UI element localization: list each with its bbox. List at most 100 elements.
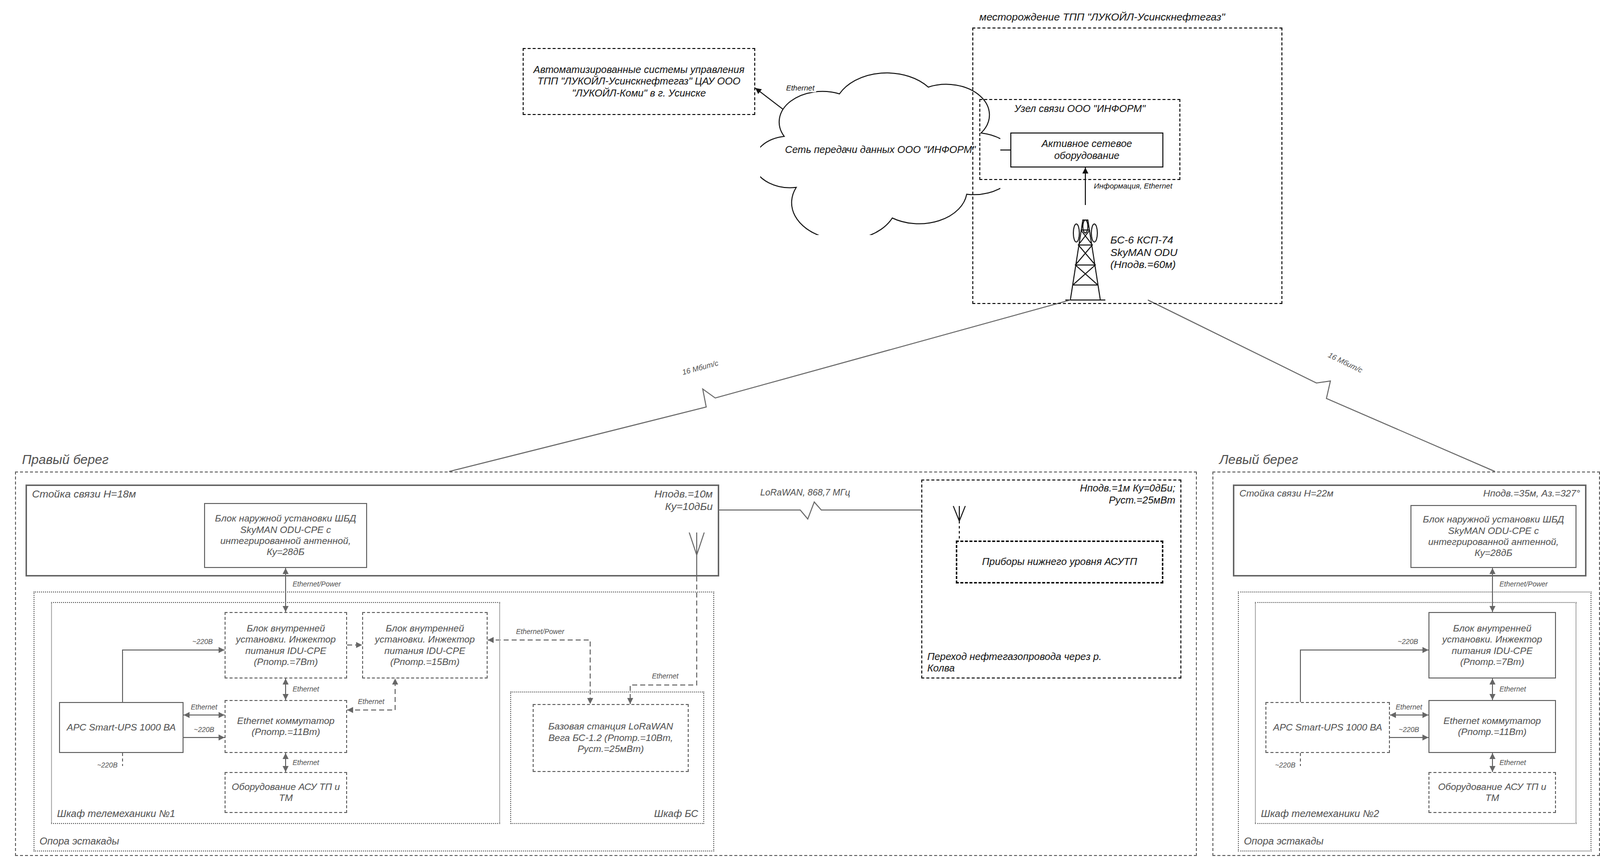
tower-symbol xyxy=(1065,220,1106,301)
edge-label: Ethernet xyxy=(189,703,220,712)
support-frame: Опора эстакады Шкаф телемеханики №2 Блок в… xyxy=(1237,591,1592,852)
node-text: Опора эстакады xyxy=(39,835,120,848)
node-text: Левый берег xyxy=(1219,452,1299,468)
device-box: Приборы нижнего уровня АСУТП xyxy=(955,540,1164,584)
switch-box: Ethernet коммутатор (Pпотр.=11Вт) xyxy=(224,700,348,754)
edge-label: 16 Мбит/с xyxy=(1325,350,1366,376)
ups-box: APC Smart-UPS 1000 ВА xyxy=(59,702,184,754)
note-label: ~220В xyxy=(95,761,120,770)
edge-label: ~220В xyxy=(192,725,217,734)
connector xyxy=(1300,650,1429,703)
connector xyxy=(1491,568,1493,613)
edge-label: Информация, Ethernet xyxy=(1092,181,1174,191)
node-text: Оборудование АСУ ТП и ТМ xyxy=(1434,781,1550,805)
equipment-box: Оборудование АСУ ТП и ТМ xyxy=(1428,772,1556,814)
connector xyxy=(630,576,697,705)
connector xyxy=(1491,678,1493,701)
node-text: Шкаф телемеханики №2 xyxy=(1260,808,1379,821)
connector xyxy=(1084,167,1086,206)
node-text: Блок наружной установки ШБД SkyMAN ODU-C… xyxy=(1416,514,1571,560)
node-text: Опора эстакады xyxy=(1243,835,1324,848)
edge-label: Ethernet xyxy=(1497,758,1528,767)
edge-label: Ethernet xyxy=(291,685,321,694)
note-label: ~220В xyxy=(1273,761,1297,770)
connector xyxy=(449,300,1071,472)
antenna-feed xyxy=(958,521,960,541)
connector xyxy=(183,714,225,716)
tower-antenna xyxy=(1082,220,1088,234)
node-frame: Узел связи ООО "ИНФОРМ"Активное сетевое … xyxy=(979,99,1181,181)
connector xyxy=(1147,300,1495,472)
node-text: Ethernet коммутатор (Pпотр.=11Вт) xyxy=(1434,715,1550,739)
edge-label: Ethernet xyxy=(1394,703,1424,712)
equipment-box: Блок внутренней установки. Инжектор пита… xyxy=(362,612,488,679)
node-text: Нподв.=1м Ку=0дБи; Руст.=25мВт xyxy=(1050,482,1176,507)
edge-label: ~220В xyxy=(1397,725,1421,734)
tower-antenna xyxy=(1073,224,1080,243)
node-text: Базовая станция LoRaWAN Вега БС-1.2 (Pпо… xyxy=(538,721,683,755)
edge-label: Ethernet/Power xyxy=(291,580,343,589)
edge-label: LoRaWAN, 868,7 МГц xyxy=(758,487,852,499)
node-text: Автоматизированные системы управления ТП… xyxy=(528,64,750,100)
node-text: Ethernet коммутатор (Pпотр.=11Вт) xyxy=(230,715,342,739)
node-text: Блок внутренней установки. Инжектор пита… xyxy=(368,623,482,669)
node-text: APC Smart-UPS 1000 ВА xyxy=(67,722,177,734)
node-text: Блок внутренней установки. Инжектор пита… xyxy=(230,623,342,669)
node-text: БС-6 КСП-74 SkyMAN ODU (Нподв.=60м) xyxy=(1110,234,1206,272)
edge-label: ~220В xyxy=(191,637,215,646)
edge-label: Ethernet xyxy=(650,672,681,681)
cabinet-frame: Шкаф БС Базовая станция LoRaWAN Вега БС-1… xyxy=(510,691,705,825)
edge-label: ~220В xyxy=(1396,637,1420,646)
node-text: Правый берег xyxy=(22,452,109,468)
connector xyxy=(487,640,591,705)
connector xyxy=(285,568,287,613)
edge-label: 16 Мбит/с xyxy=(679,358,721,377)
edge-label: Ethernet xyxy=(784,83,817,93)
equipment-box: Блок внутренней установки. Инжектор пита… xyxy=(1428,612,1556,679)
bank-region: Правый берегСтойка связи H=18мНподв.=10м… xyxy=(15,471,1197,857)
edge-label: Ethernet xyxy=(356,697,387,706)
connector xyxy=(1491,753,1493,773)
node-text: Оборудование АСУ ТП и ТМ xyxy=(230,781,342,805)
equipment-box: Активное сетевое оборудование xyxy=(1010,132,1164,168)
connector xyxy=(1389,714,1429,716)
node-text: Активное сетевое оборудование xyxy=(1016,138,1158,162)
node-text: Сеть передачи данных ООО "ИНФОРМ" xyxy=(785,144,976,157)
switch-box: Ethernet коммутатор (Pпотр.=11Вт) xyxy=(1428,700,1556,754)
edge-label: Ethernet/Power xyxy=(514,627,567,636)
node-text: Блок наружной установки ШБД SkyMAN ODU-C… xyxy=(210,513,362,559)
node-text: Переход нефтегазопровода через р. Колва xyxy=(927,651,1118,675)
connector xyxy=(285,753,287,773)
edge-label: Ethernet xyxy=(1497,685,1528,694)
cabinet-frame: Шкаф телемеханики №1 Блок внутренней уста… xyxy=(51,602,501,825)
mast-box: Стойка связи H=18мНподв.=10м Ку=10дБиБло… xyxy=(25,484,720,577)
connector xyxy=(183,737,225,739)
power-stub xyxy=(122,753,1301,767)
antenna-symbol xyxy=(689,532,705,577)
network-cloud: Сеть передачи данных ООО "ИНФОРМ" xyxy=(760,65,1001,236)
mast-box: Стойка связи H=22мНподв.=35м, Аз.=327°Бл… xyxy=(1232,484,1587,577)
edge-label: Ethernet/Power xyxy=(1497,580,1550,589)
system-box: Автоматизированные системы управления ТП… xyxy=(522,48,756,116)
support-frame: Опора эстакады Шкаф телемеханики №1 Блок в… xyxy=(33,591,715,852)
node-text: Нподв.=10м Ку=10дБи xyxy=(637,488,713,514)
connector xyxy=(347,678,396,711)
connector xyxy=(347,644,363,646)
node-text: Шкаф БС xyxy=(654,808,699,821)
cloud-path xyxy=(760,73,1001,236)
region-frame: месторождение ТПП "ЛУКОЙЛ-Усинскнефтегаз… xyxy=(972,27,1283,305)
connector xyxy=(122,650,225,703)
equipment-box: Оборудование АСУ ТП и ТМ xyxy=(224,772,348,814)
equipment-box: Блок наружной установки ШБД SkyMAN ODU-C… xyxy=(204,503,368,569)
connector xyxy=(719,502,922,520)
edge-label: Ethernet xyxy=(291,758,321,767)
crossing-frame: Нподв.=1м Ку=0дБи; Руст.=25мВтПереход не… xyxy=(921,479,1182,679)
node-text: Нподв.=35м, Аз.=327° xyxy=(1483,488,1580,500)
node-text: Шкаф телемеханики №1 xyxy=(57,808,176,821)
ups-box: APC Smart-UPS 1000 ВА xyxy=(1265,702,1390,754)
node-text: Приборы нижнего уровня АСУТП xyxy=(982,556,1138,569)
cabinet-frame: Шкаф телемеханики №2 Блок внутренней уста… xyxy=(1254,602,1577,825)
node-text: Блок внутренней установки. Инжектор пита… xyxy=(1434,623,1550,669)
node-text: APC Smart-UPS 1000 ВА xyxy=(1273,722,1383,734)
connector xyxy=(285,678,287,701)
